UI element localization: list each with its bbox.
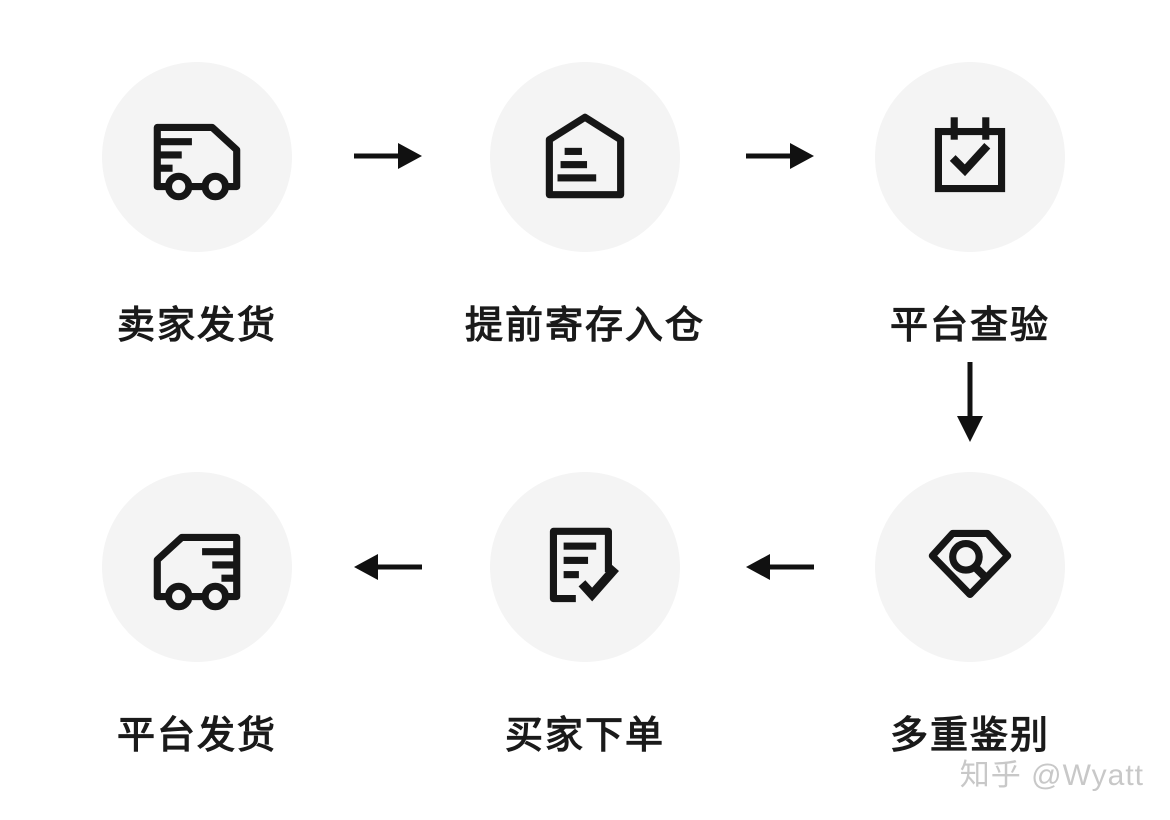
- step-platform-ship: 平台发货: [37, 472, 357, 759]
- arrow-left-icon: [352, 545, 424, 589]
- delivery-truck-left-icon: [153, 533, 241, 611]
- step-label: 卖家发货: [116, 305, 277, 347]
- step-platform-inspection: 平台查验: [810, 62, 1130, 349]
- warehouse-document-icon: [545, 113, 625, 199]
- calendar-check-icon: [934, 117, 1006, 193]
- step-warehouse-deposit: 提前寄存入仓: [425, 62, 745, 349]
- step-label: 平台发货: [116, 715, 277, 757]
- step-circle: [490, 472, 680, 662]
- arrow-right-icon: [352, 134, 424, 178]
- order-check-icon: [549, 527, 619, 603]
- arrow-right-icon: [744, 134, 816, 178]
- arrow-left-icon: [744, 545, 816, 589]
- step-circle: [875, 472, 1065, 662]
- step-label: 平台查验: [889, 305, 1050, 347]
- step-label: 提前寄存入仓: [464, 305, 705, 347]
- watermark: 知乎 @Wyatt: [959, 759, 1144, 792]
- step-buyer-order: 买家下单: [425, 472, 745, 759]
- step-label: 多重鉴别: [889, 715, 1050, 757]
- step-circle: [875, 62, 1065, 252]
- delivery-truck-right-icon: [153, 123, 241, 201]
- step-circle: [490, 62, 680, 252]
- step-multi-authentication: 多重鉴别: [810, 472, 1130, 759]
- arrow-down-icon: [948, 360, 992, 444]
- gem-magnifier-icon: [928, 529, 1012, 599]
- step-label: 买家下单: [504, 715, 665, 757]
- step-seller-ship: 卖家发货: [37, 62, 357, 349]
- step-circle: [102, 472, 292, 662]
- step-circle: [102, 62, 292, 252]
